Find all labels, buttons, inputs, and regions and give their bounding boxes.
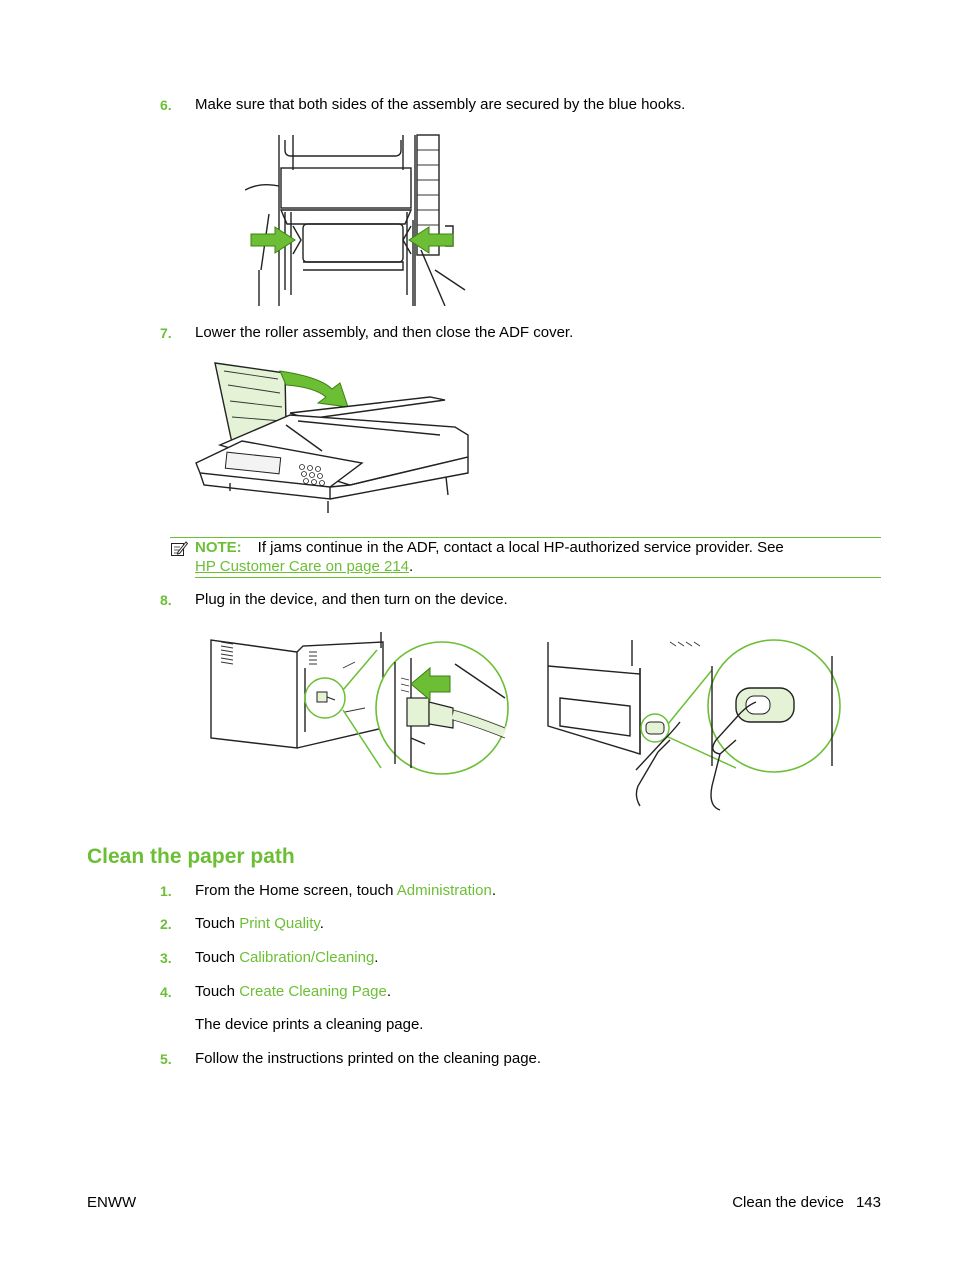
step-number: 3. (160, 950, 172, 966)
step-text-suffix: . (386, 983, 391, 1000)
footer-left: ENWW (87, 1194, 137, 1211)
step-text-prefix: Touch (195, 949, 240, 966)
step-text-suffix: . (319, 915, 324, 932)
step-text-prefix: From the Home screen, touch (195, 882, 397, 899)
step-text: Follow the instructions printed on the c… (195, 1050, 542, 1067)
step-text: Plug in the device, and then turn on the… (195, 591, 508, 608)
note-top-rule (170, 537, 881, 538)
footer-section-name: Clean the device (732, 1194, 844, 1211)
note-label: NOTE: (195, 539, 242, 556)
section-heading: Clean the paper path (87, 845, 295, 868)
ui-term-administration: Administration (396, 882, 492, 899)
step-text-prefix: Touch (195, 915, 240, 932)
step-number: 6. (160, 97, 172, 113)
note-pencil-icon (171, 541, 188, 556)
step-text-prefix: Touch (195, 983, 240, 1000)
note-link-line: HP Customer Care on page 214. (195, 558, 413, 575)
note-end: . (409, 558, 414, 575)
step-text: Touch Calibration/Cleaning. (195, 949, 378, 966)
step-number: 7. (160, 325, 172, 341)
close-adf-cover-illustration (195, 362, 469, 513)
step-number: 1. (160, 883, 172, 899)
step-result-text: The device prints a cleaning page. (195, 1016, 424, 1033)
step-number: 8. (160, 592, 172, 608)
step-number: 4. (160, 984, 172, 1000)
note-link-hp-customer-care[interactable]: HP Customer Care on page 214 (195, 558, 410, 575)
step-text: Touch Print Quality. (195, 915, 324, 932)
step-number: 2. (160, 916, 172, 932)
step-text: Make sure that both sides of the assembl… (195, 96, 686, 113)
ui-term-calibration-cleaning: Calibration/Cleaning (239, 949, 375, 966)
ui-term-print-quality: Print Quality (239, 915, 320, 932)
note-bottom-rule (195, 577, 881, 578)
step-text: From the Home screen, touch Administrati… (195, 882, 496, 899)
footer-right: Clean the device 143 (732, 1194, 881, 1211)
turn-on-device-illustration (547, 639, 841, 811)
step-number: 5. (160, 1051, 172, 1067)
note-body: NOTE: If jams continue in the ADF, contac… (195, 539, 784, 556)
step-text-suffix: . (374, 949, 379, 966)
step-text: Lower the roller assembly, and then clos… (195, 324, 574, 341)
note-text: If jams continue in the ADF, contact a l… (257, 539, 784, 556)
page-number: 143 (855, 1194, 881, 1211)
step-text: Touch Create Cleaning Page. (195, 983, 391, 1000)
roller-assembly-hooks-illustration (245, 134, 466, 306)
ui-term-create-cleaning-page: Create Cleaning Page (239, 983, 387, 1000)
step-text-suffix: . (491, 882, 496, 899)
plug-in-power-cord-illustration (210, 632, 509, 775)
